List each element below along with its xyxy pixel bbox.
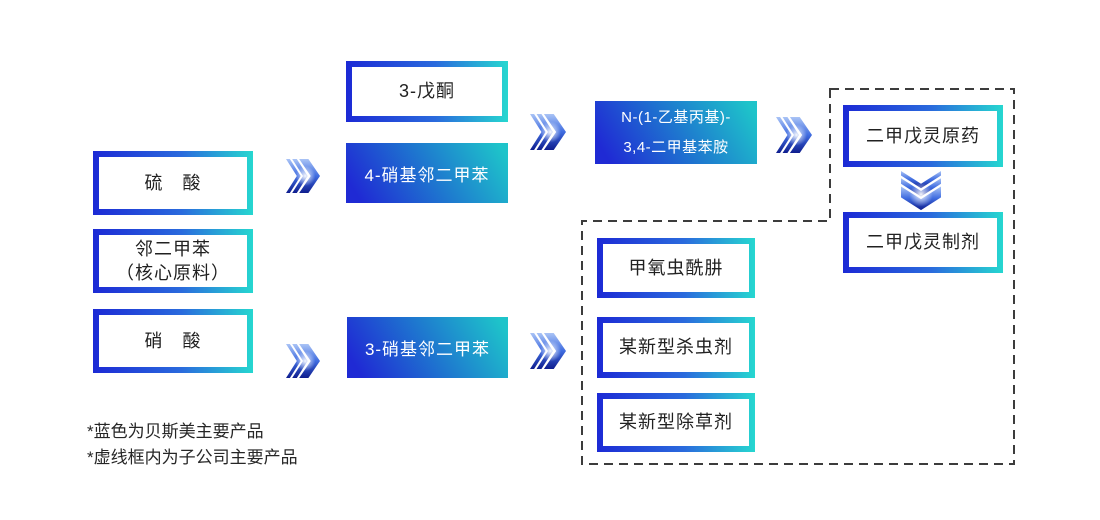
box-nitric-acid-body: 硝 酸 (99, 315, 247, 367)
o-xylene-label-line2: （核心原料） (116, 263, 230, 283)
box-methoxyfenozide-body: 甲氧虫酰肼 (603, 244, 749, 292)
chevron-down-icon (901, 171, 941, 211)
nitric-acid-label: 硝 酸 (144, 330, 202, 351)
box-3-pentanone: 3-戊酮 (346, 61, 508, 122)
chevron-right-icon (530, 333, 566, 369)
box-4-nitro-o-xylene: 4-硝基邻二甲苯 (346, 143, 508, 203)
box-nitric-acid: 硝 酸 (93, 309, 253, 373)
dimethyl-aniline-line2: 3,4-二甲基苯胺 (623, 138, 729, 156)
dimethyl-aniline-line1: N-(1-乙基丙基)- (621, 109, 731, 127)
pendimethalin-technical-label: 二甲戊灵原药 (866, 125, 980, 146)
footnote-main-products: *蓝色为贝斯美主要产品 (87, 422, 264, 441)
box-sulfuric-acid: 硫 酸 (93, 151, 253, 215)
box-3-pentanone-body: 3-戊酮 (352, 67, 502, 116)
nitro-4-label: 4-硝基邻二甲苯 (364, 165, 490, 185)
box-o-xylene: 邻二甲苯 （核心原料） (93, 229, 253, 293)
chevron-right-icon (286, 159, 320, 193)
methoxyfenozide-label: 甲氧虫酰肼 (628, 257, 724, 278)
box-pendimethalin-formulation: 二甲戊灵制剂 (843, 212, 1003, 273)
footnotes: *蓝色为贝斯美主要产品 *虚线框内为子公司主要产品 (87, 419, 298, 471)
box-new-insecticide: 某新型杀虫剂 (597, 317, 755, 378)
footnote-subsidiary-products: *虚线框内为子公司主要产品 (87, 448, 298, 467)
box-new-insecticide-body: 某新型杀虫剂 (603, 323, 749, 372)
sulfuric-acid-label: 硫 酸 (144, 172, 202, 193)
pentanone-label: 3-戊酮 (398, 81, 455, 102)
o-xylene-label-line1: 邻二甲苯 (135, 238, 211, 259)
new-herbicide-label: 某新型除草剂 (619, 412, 733, 433)
chevron-right-icon (776, 117, 812, 153)
box-3-nitro-o-xylene: 3-硝基邻二甲苯 (347, 317, 508, 378)
box-new-herbicide-body: 某新型除草剂 (603, 399, 749, 446)
box-methoxyfenozide: 甲氧虫酰肼 (597, 238, 755, 298)
box-pendimethalin-formulation-body: 二甲戊灵制剂 (849, 218, 997, 267)
chevron-right-icon (530, 114, 566, 150)
box-pendimethalin-technical: 二甲戊灵原药 (843, 105, 1003, 167)
box-dimethyl-aniline: N-(1-乙基丙基)- 3,4-二甲基苯胺 (595, 101, 757, 164)
nitro-3-label: 3-硝基邻二甲苯 (364, 340, 491, 359)
chevron-right-icon (286, 344, 320, 378)
box-new-herbicide: 某新型除草剂 (597, 393, 755, 452)
new-insecticide-label: 某新型杀虫剂 (619, 337, 733, 358)
pendimethalin-formulation-label: 二甲戊灵制剂 (866, 232, 980, 253)
box-sulfuric-acid-body: 硫 酸 (99, 157, 247, 209)
box-pendimethalin-technical-body: 二甲戊灵原药 (849, 111, 997, 161)
box-o-xylene-body: 邻二甲苯 （核心原料） (99, 235, 247, 287)
